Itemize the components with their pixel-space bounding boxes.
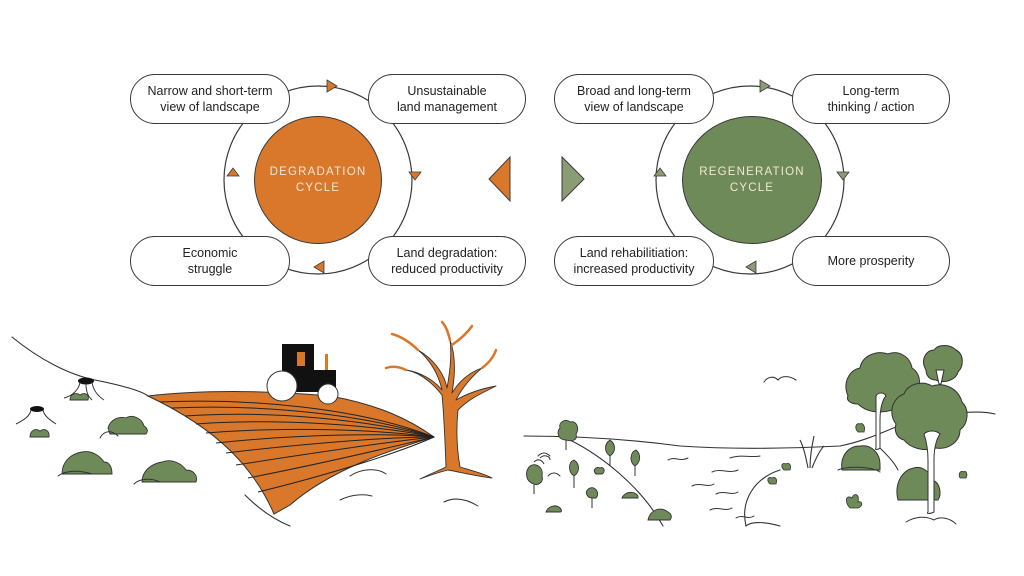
arrow-right-icon — [326, 79, 338, 93]
tree-crown — [923, 345, 963, 383]
young-tree — [605, 439, 615, 457]
bird-icon — [763, 376, 797, 383]
tractor-front-wheel — [317, 383, 339, 405]
furrow-lines — [159, 400, 435, 493]
tractor-rear-wheel — [266, 370, 298, 402]
degradation-cycle-ring — [223, 85, 413, 275]
regeneration-cycle-ring — [655, 85, 845, 275]
bush — [841, 445, 881, 471]
step-label: Economic struggle — [182, 246, 238, 276]
young-tree-trunks — [533, 440, 636, 508]
tree-crown — [891, 382, 968, 451]
arrow-down-icon — [408, 171, 422, 181]
arrow-down-icon — [836, 171, 850, 181]
young-tree — [630, 449, 641, 467]
arrow-left-icon — [313, 260, 325, 274]
degradation-step-land-degradation: Land degradation: reduced productivity — [368, 236, 526, 286]
degradation-step-unsustainable-management: Unsustainable land management — [368, 74, 526, 124]
step-label: More prosperity — [827, 254, 915, 268]
bush — [545, 505, 562, 513]
bush — [61, 451, 113, 475]
arrow-up-icon — [653, 167, 667, 177]
young-trees — [526, 419, 672, 521]
degradation-step-narrow-view: Narrow and short-term view of landscape — [130, 74, 290, 124]
regeneration-step-more-prosperity: More prosperity — [792, 236, 950, 286]
dead-tree-branches — [384, 320, 498, 372]
degradation-cycle-title: DEGRADATION CYCLE — [269, 166, 367, 194]
river-right-bank — [744, 469, 781, 528]
reeds — [799, 435, 825, 469]
ground-marks — [57, 431, 479, 507]
regeneration-step-broad-view: Broad and long-term view of landscape — [554, 74, 714, 124]
young-tree — [593, 467, 605, 475]
step-label: Broad and long-term view of landscape — [577, 84, 691, 114]
step-label: Unsustainable land management — [396, 84, 498, 114]
step-label: Narrow and short-term view of landscape — [147, 84, 273, 114]
regeneration-step-long-term-thinking: Long-term thinking / action — [792, 74, 950, 124]
mature-trees — [841, 345, 968, 501]
arrow-up-icon — [226, 167, 240, 177]
degradation-cycle-arrows — [226, 79, 422, 274]
sparse-bushes — [29, 393, 197, 483]
bush — [69, 393, 89, 401]
step-label: Land degradation: reduced productivity — [391, 246, 503, 276]
young-tree — [585, 487, 599, 499]
young-tree — [557, 419, 579, 442]
regeneration-cycle-title: REGENERATION CYCLE — [699, 166, 805, 194]
young-tree — [526, 464, 543, 485]
step-label: Land rehabilitiation: increased producti… — [573, 246, 695, 276]
bush — [29, 429, 50, 438]
small-plants — [767, 423, 968, 509]
arrow-left-icon — [745, 260, 757, 274]
bush — [621, 491, 639, 499]
regeneration-cycle-hub: REGENERATION CYCLE — [682, 116, 822, 244]
arrow-right-icon — [759, 79, 771, 93]
ground-marks-right — [537, 447, 957, 525]
bush — [647, 508, 672, 521]
degradation-cycle-hub: DEGRADATION CYCLE — [254, 116, 382, 244]
tractor — [266, 344, 339, 405]
tree-stumps — [15, 377, 105, 425]
tractor-exhaust — [325, 354, 328, 370]
step-label: Long-term thinking / action — [827, 84, 915, 114]
hill-line — [11, 336, 149, 397]
bush — [141, 460, 197, 483]
stump — [30, 406, 44, 412]
regeneration-step-land-rehabilitation: Land rehabilitiation: increased producti… — [554, 236, 714, 286]
stump — [78, 377, 94, 385]
regeneration-cycle-arrows — [653, 79, 850, 274]
degradation-step-economic-struggle: Economic struggle — [130, 236, 290, 286]
young-tree — [569, 459, 579, 477]
triangle-right-icon — [561, 155, 585, 203]
river-left-bank — [569, 439, 664, 527]
river-waves — [667, 455, 761, 519]
tractor-window — [297, 352, 305, 366]
bush — [107, 415, 148, 435]
hill-lower-line — [244, 494, 291, 527]
triangle-left-icon — [488, 155, 511, 203]
